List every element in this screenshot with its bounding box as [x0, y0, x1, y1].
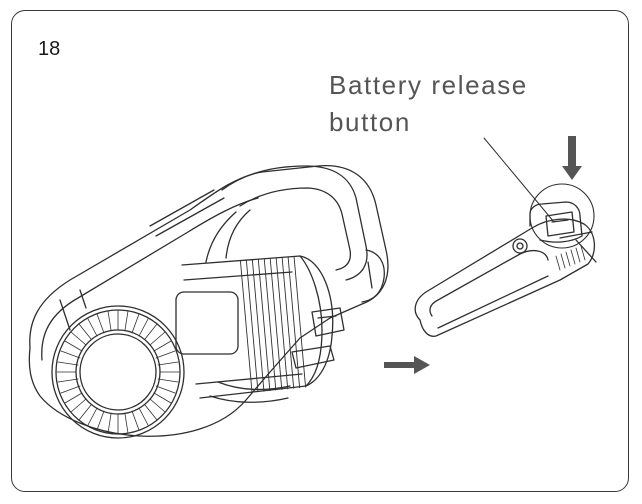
step-number: 18 — [38, 38, 61, 60]
down-arrow-icon — [562, 136, 582, 180]
callout-leader-line — [483, 137, 555, 223]
callout-line-2: button — [329, 107, 411, 137]
callout-line-1: Battery release — [329, 70, 528, 100]
magnifier-circle — [529, 183, 595, 249]
fan-blades — [56, 310, 180, 434]
battery-vents — [555, 245, 586, 271]
drum-ribs — [239, 256, 307, 393]
filter-drum — [175, 255, 345, 403]
step-panel — [11, 10, 629, 492]
battery-pack — [414, 201, 597, 337]
right-arrow-icon — [384, 356, 430, 374]
handheld-vacuum — [28, 164, 389, 437]
battery-release-callout: Battery release button — [329, 67, 528, 141]
